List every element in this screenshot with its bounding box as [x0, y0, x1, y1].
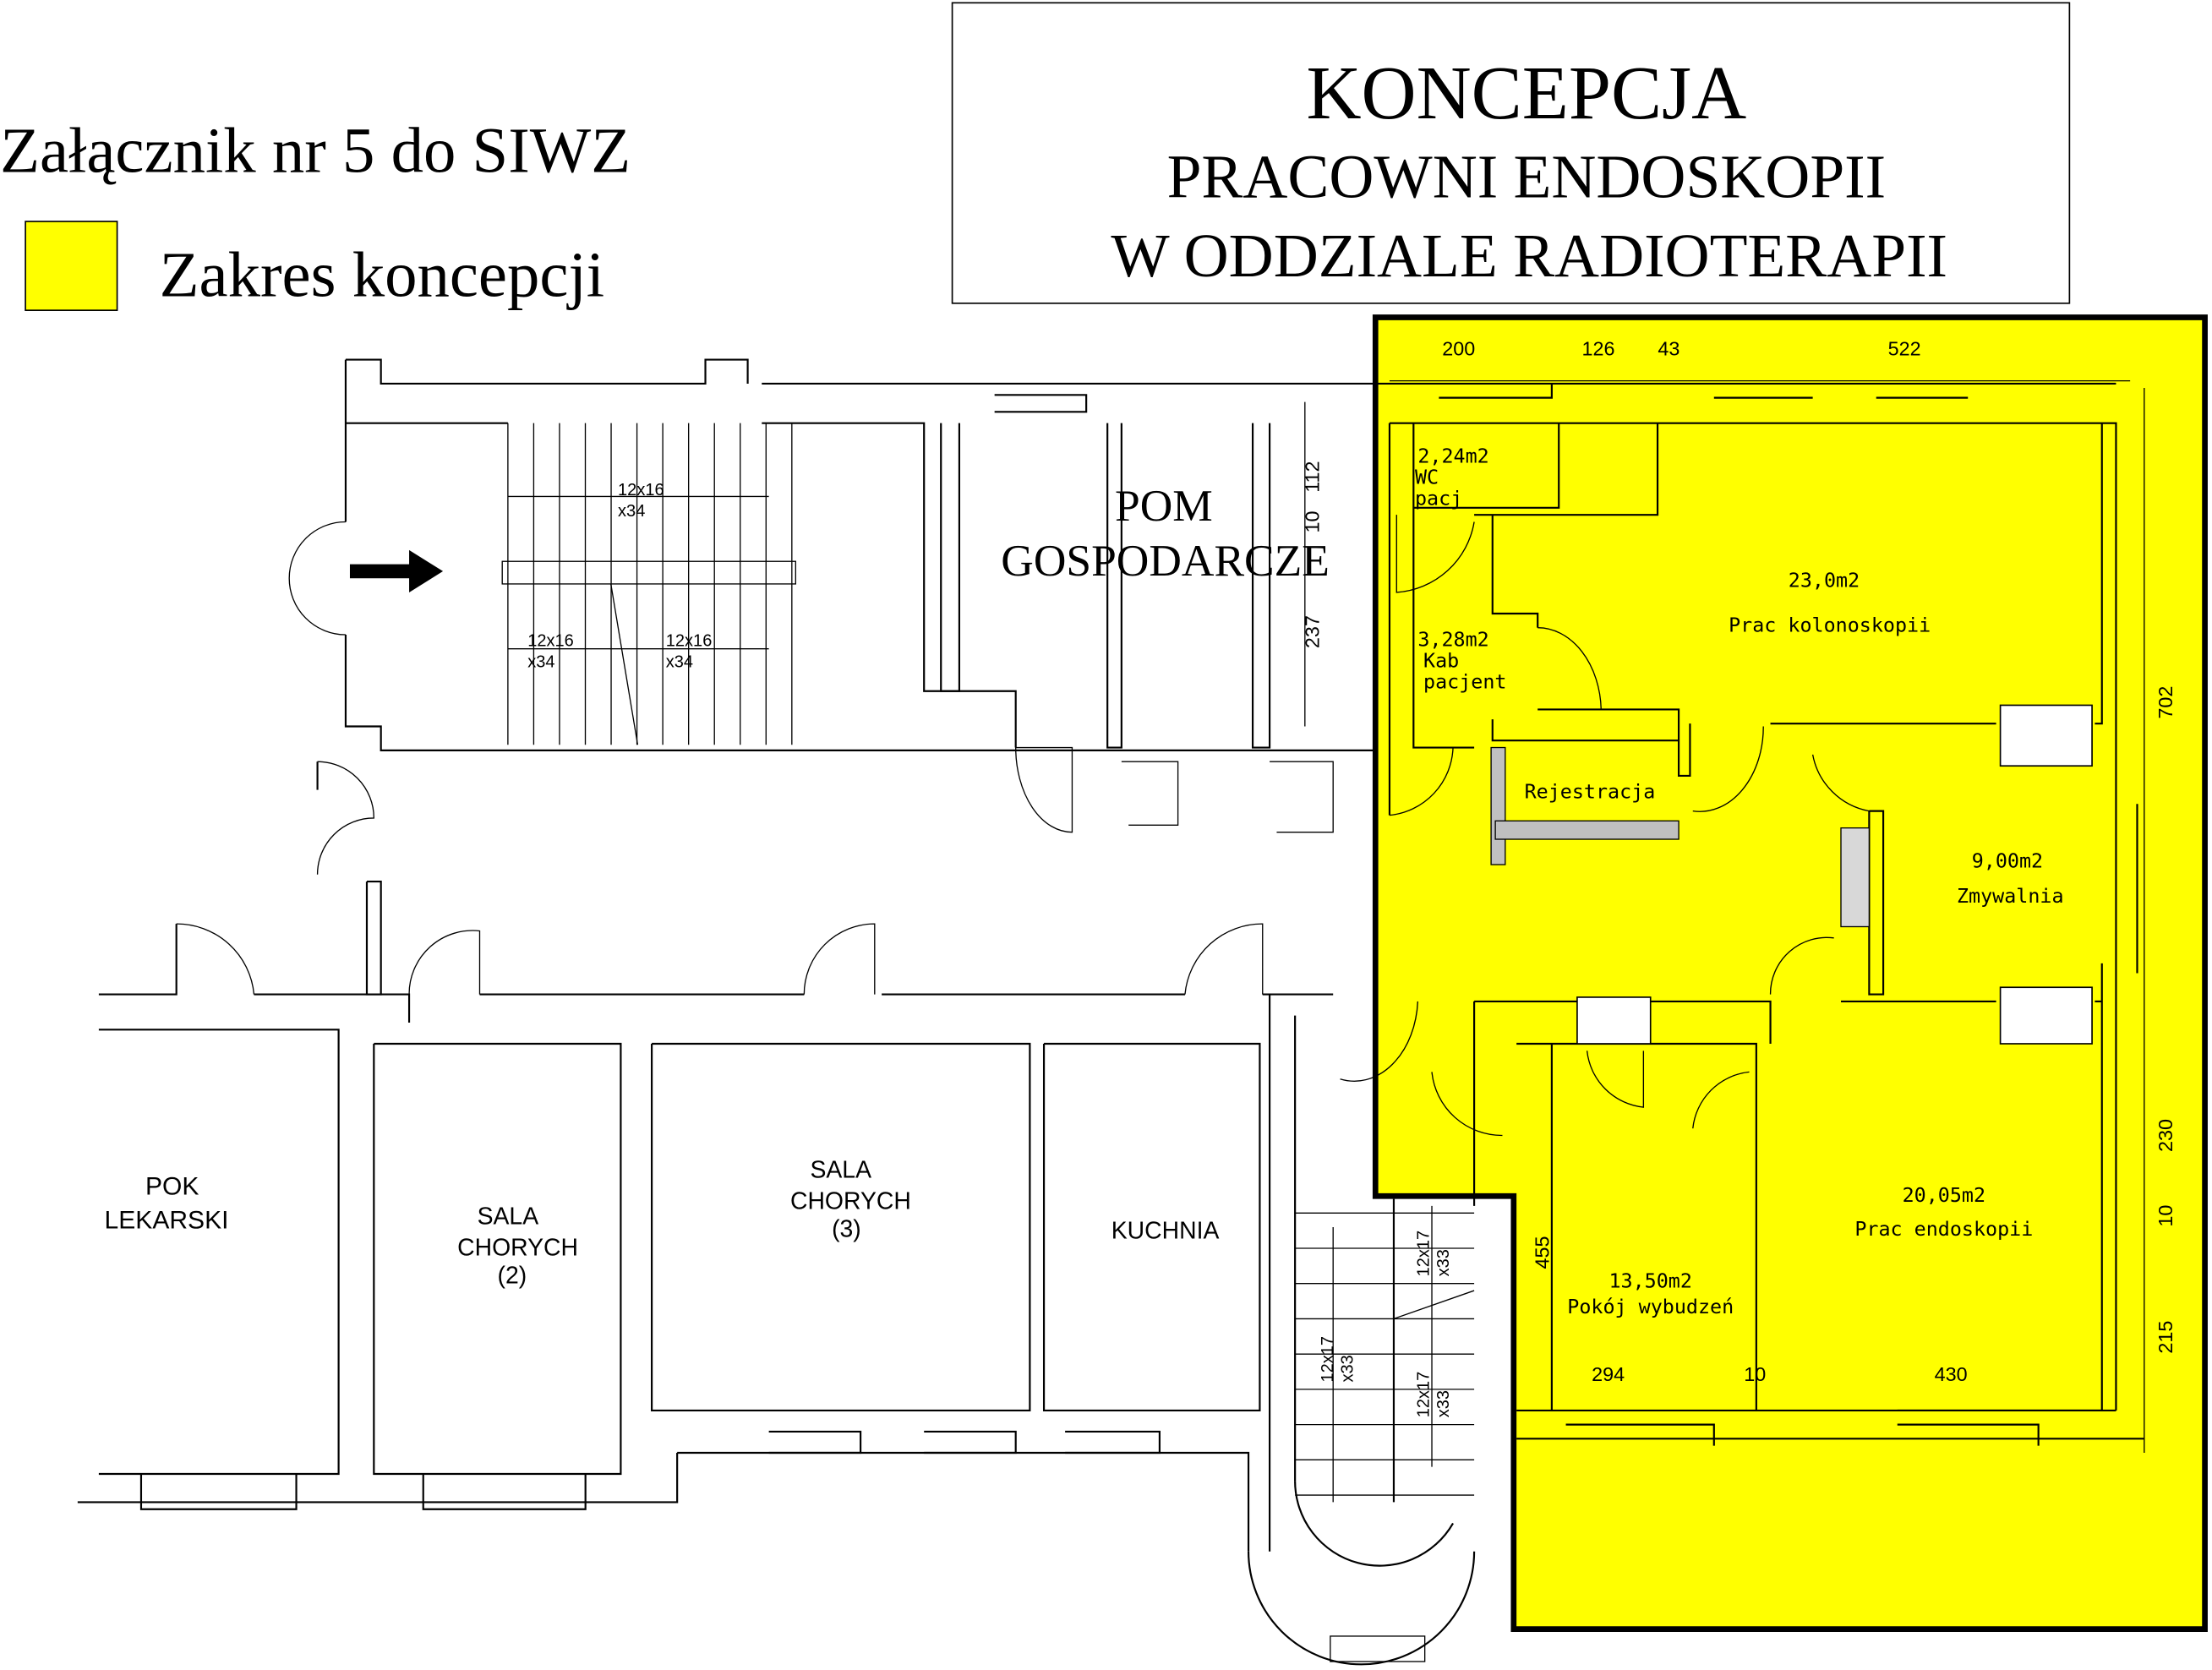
stair-label: x34 [666, 652, 693, 671]
wc-name2: pacj [1415, 486, 1462, 510]
ward3-label3: (3) [832, 1216, 861, 1243]
dim-top: 522 [1888, 338, 1921, 360]
walls-scope [1388, 379, 2145, 1453]
office-label: POK [145, 1173, 199, 1201]
reception-desk [1494, 820, 1679, 840]
washroom-counter [1840, 827, 1871, 928]
dim-right: 10 [2155, 1205, 2176, 1227]
title-line1: KONCEPCJA [1306, 52, 1746, 135]
dim-recovery: 455 [1532, 1236, 1554, 1269]
building-labels: POM GOSPODARCZE POK LEKARSKI SALA CHORYC… [105, 480, 1453, 1417]
dim-top: 43 [1658, 338, 1679, 360]
ward3-label2: CHORYCH [790, 1187, 911, 1214]
endoscopy-area: 20,05m2 [1903, 1183, 1985, 1207]
reception-desk [1490, 746, 1506, 865]
dim-bottom: 430 [1935, 1363, 1968, 1385]
dim-bottom: 10 [1744, 1363, 1766, 1385]
stair-label: 12x17 [1415, 1372, 1434, 1418]
legend-label: Zakres koncepcji [160, 238, 604, 310]
walls-left [77, 358, 2116, 1666]
dim-right: 702 [2155, 686, 2176, 719]
entrance-arrow-icon [349, 549, 444, 592]
stair-label: x34 [618, 502, 645, 521]
endoscopy-name: Prac endoskopii [1854, 1217, 2033, 1241]
room-labels: 2,24m2 WC pacj 23,0m2 Prac kolonoskopii … [1415, 444, 2064, 1318]
stair-label: 12x16 [527, 631, 574, 650]
door-arc [316, 761, 374, 875]
stair-label: x33 [1434, 1249, 1453, 1276]
title-line3: W ODDZIALE RADIOTERAPII [1111, 221, 1947, 290]
stair-label: 12x17 [1415, 1231, 1434, 1277]
stair-label: 12x16 [666, 631, 713, 650]
dim-bottom: 294 [1592, 1363, 1625, 1385]
wc-area: 2,24m2 [1417, 444, 1488, 467]
wc-name: WC [1415, 465, 1439, 488]
recovery-area: 13,50m2 [1608, 1269, 1691, 1293]
stair-label: 12x16 [618, 481, 664, 499]
reception-name: Rejestracja [1525, 780, 1656, 804]
stair-label: x33 [1339, 1355, 1357, 1382]
dim-top: 200 [1442, 338, 1475, 360]
dim-top: 126 [1581, 338, 1614, 360]
cabin-name: Kab [1423, 648, 1459, 672]
scope-area [1372, 314, 2208, 1632]
cabin-name2: pacjent [1423, 669, 1506, 693]
cabin-area: 3,28m2 [1417, 627, 1488, 651]
ward2-label: SALA [478, 1203, 539, 1231]
ward3-label: SALA [810, 1157, 871, 1184]
equipment-box [1999, 986, 2093, 1045]
utility-label: POM [1115, 480, 1213, 531]
ward2-label3: (2) [498, 1263, 527, 1290]
dim-right: 230 [2155, 1119, 2176, 1152]
attachment-label: Załącznik nr 5 do SIWZ [0, 115, 631, 187]
stair-treads-2 [1295, 1205, 1475, 1503]
dimensions: 200 126 43 522 702 230 10 215 455 294 10… [1302, 338, 2177, 1385]
office-label2: LEKARSKI [105, 1207, 229, 1235]
equipment-box [1576, 996, 1652, 1045]
stair-label: 12x17 [1319, 1336, 1337, 1383]
dim-right: 215 [2155, 1321, 2176, 1354]
colonoscopy-area: 23,0m2 [1789, 568, 1860, 592]
stair-label: x33 [1434, 1390, 1453, 1417]
recovery-name: Pokój wybudzeń [1567, 1295, 1734, 1318]
colonoscopy-name: Prac kolonoskopii [1729, 614, 1931, 637]
equipment-box [1999, 704, 2093, 767]
ward2-label2: CHORYCH [457, 1234, 578, 1261]
title-box [951, 2, 2071, 304]
door-arc [288, 521, 346, 636]
utility-label2: GOSPODARCZE [1001, 535, 1330, 586]
stair-landing-rail [501, 560, 797, 585]
washroom-name: Zmywalnia [1957, 884, 2064, 908]
stair-label: x34 [527, 652, 554, 671]
stair-tread [1393, 1290, 1475, 1320]
legend-swatch [25, 221, 118, 311]
washroom-area: 9,00m2 [1972, 849, 2043, 872]
title-line2: PRACOWNI ENDOSKOPII [1167, 143, 1886, 211]
kitchen-label: KUCHNIA [1111, 1217, 1220, 1244]
